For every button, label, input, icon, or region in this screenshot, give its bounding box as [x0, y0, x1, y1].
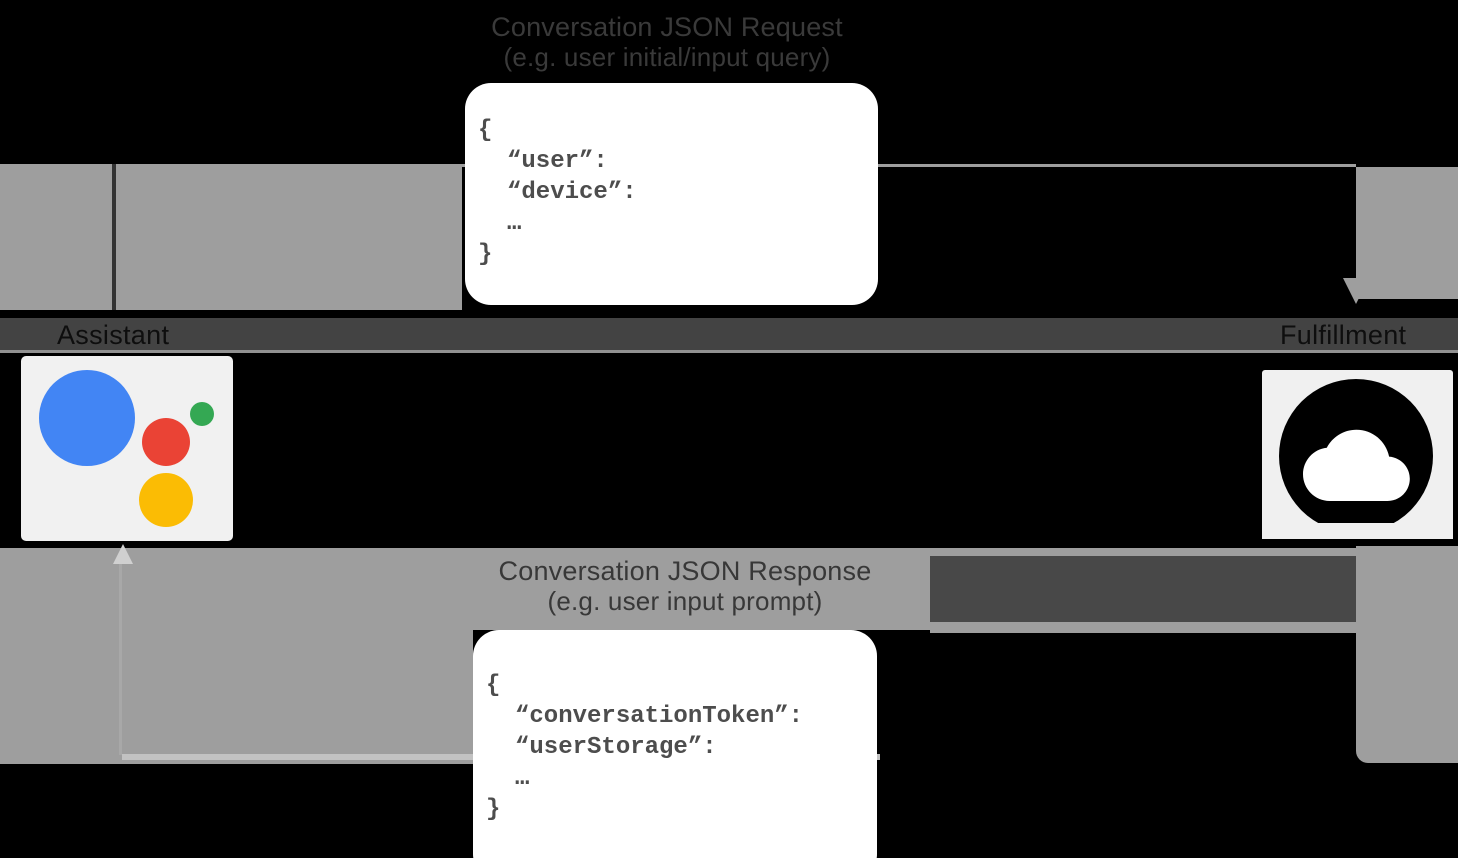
assistant-node [21, 356, 233, 541]
code-line: } [486, 796, 501, 823]
label-band [0, 318, 1458, 350]
request-title-line2: (e.g. user initial/input query) [503, 42, 831, 72]
response-band-top [0, 548, 930, 630]
code-line: { [478, 117, 493, 144]
code-line: “conversationToken”: [515, 703, 804, 730]
code-line: “user”: [507, 148, 608, 175]
response-title: Conversation JSON Response (e.g. user in… [475, 556, 895, 616]
response-band-mid-upper [930, 548, 1356, 556]
response-title-line2: (e.g. user input prompt) [547, 586, 823, 616]
response-band-right [1356, 546, 1458, 763]
code-line: … [515, 765, 530, 792]
response-arrow-shaft-down [119, 562, 122, 755]
response-band-left [0, 630, 473, 764]
request-title: Conversation JSON Request (e.g. user ini… [465, 12, 869, 72]
request-arrowhead-down-icon [1343, 278, 1369, 304]
request-band-left [0, 164, 462, 310]
request-arrow-shaft-up [112, 164, 116, 310]
code-line: … [507, 210, 522, 237]
label-band-edge [0, 350, 1458, 353]
assistant-label: Assistant [57, 320, 170, 350]
request-band-right [1356, 167, 1458, 299]
cloud-icon [1262, 379, 1453, 539]
fulfillment-label: Fulfillment [1280, 320, 1407, 350]
response-title-line1: Conversation JSON Response [498, 556, 872, 586]
response-json-snippet: { “conversationToken”: “userStorage”: … … [473, 630, 877, 858]
code-line: “userStorage”: [515, 734, 717, 761]
response-band-mid-lower [930, 622, 1356, 633]
request-json-snippet: { “user”: “device”: … } [465, 83, 878, 305]
code-line: } [478, 241, 493, 268]
code-line: { [486, 672, 501, 699]
code-line: “device”: [507, 179, 637, 206]
response-band-mid-dark [930, 556, 1356, 622]
fulfillment-node [1262, 370, 1453, 539]
request-title-line1: Conversation JSON Request [491, 12, 843, 42]
google-assistant-logo-icon [39, 370, 214, 527]
response-arrowhead-up-icon [113, 544, 133, 564]
